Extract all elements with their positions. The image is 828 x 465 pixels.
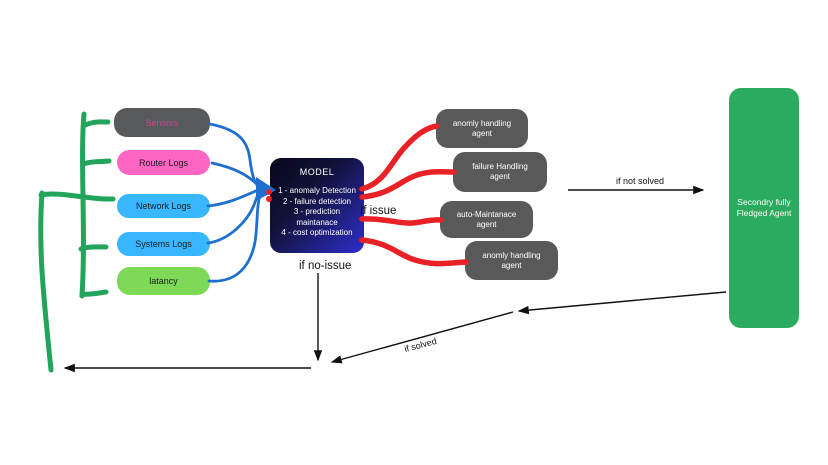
source-box-latancy[interactable]: latancy	[117, 267, 210, 295]
agent-label: anomly handling agent	[482, 250, 541, 270]
model-item-1: 1 - anomaly Detection	[278, 186, 356, 195]
source-box-router-logs[interactable]: Router Logs	[117, 150, 210, 175]
agent-label: anomly handling agent	[452, 118, 512, 138]
source-label: latancy	[149, 276, 178, 286]
source-box-systems-logs[interactable]: Systems Logs	[117, 232, 210, 256]
agent-box-auto-maintenance[interactable]: auto-Maintanace agent	[440, 201, 533, 238]
source-box-network-logs[interactable]: Network Logs	[117, 194, 210, 218]
label-if-issue: If issue	[360, 205, 397, 217]
source-label: Router Logs	[138, 157, 189, 168]
source-label: Network Logs	[135, 201, 192, 211]
source-label: Systems Logs	[135, 239, 192, 249]
model-box[interactable]: MODEL 1 - anomaly Detection 2 - failure …	[270, 158, 364, 253]
model-item-3b: maintanace	[296, 217, 338, 227]
agent-box-anomaly-handling-top[interactable]: anomly handling agent	[436, 109, 528, 148]
label-if-solved: if solved	[403, 335, 438, 355]
agent-box-anomaly-handling-bottom[interactable]: anomly handling agent	[465, 241, 558, 280]
model-item-4: 4 - cost optimization	[281, 228, 353, 237]
model-title: MODEL	[299, 167, 335, 177]
secondary-agent-label: Secondry fully Fledged Agent	[736, 197, 792, 218]
source-box-sensors[interactable]: Sensors	[114, 108, 210, 137]
model-item-3: 3 - prediction	[293, 207, 341, 216]
label-if-not-solved: if not solved	[615, 176, 665, 186]
sketch-bracket	[38, 111, 116, 373]
secondary-agent-box[interactable]: Secondry fully Fledged Agent	[729, 88, 799, 328]
agent-label: failure Handling agent	[472, 162, 528, 181]
agent-label: auto-Maintanace agent	[456, 209, 517, 229]
input-connectors	[206, 122, 264, 283]
agent-box-failure-handling[interactable]: failure Handling agent	[453, 152, 547, 192]
source-label: Sensors	[145, 117, 179, 128]
model-item-2: 2 - failure detection	[282, 196, 352, 206]
label-if-no-issue: if no-issue	[299, 260, 352, 272]
